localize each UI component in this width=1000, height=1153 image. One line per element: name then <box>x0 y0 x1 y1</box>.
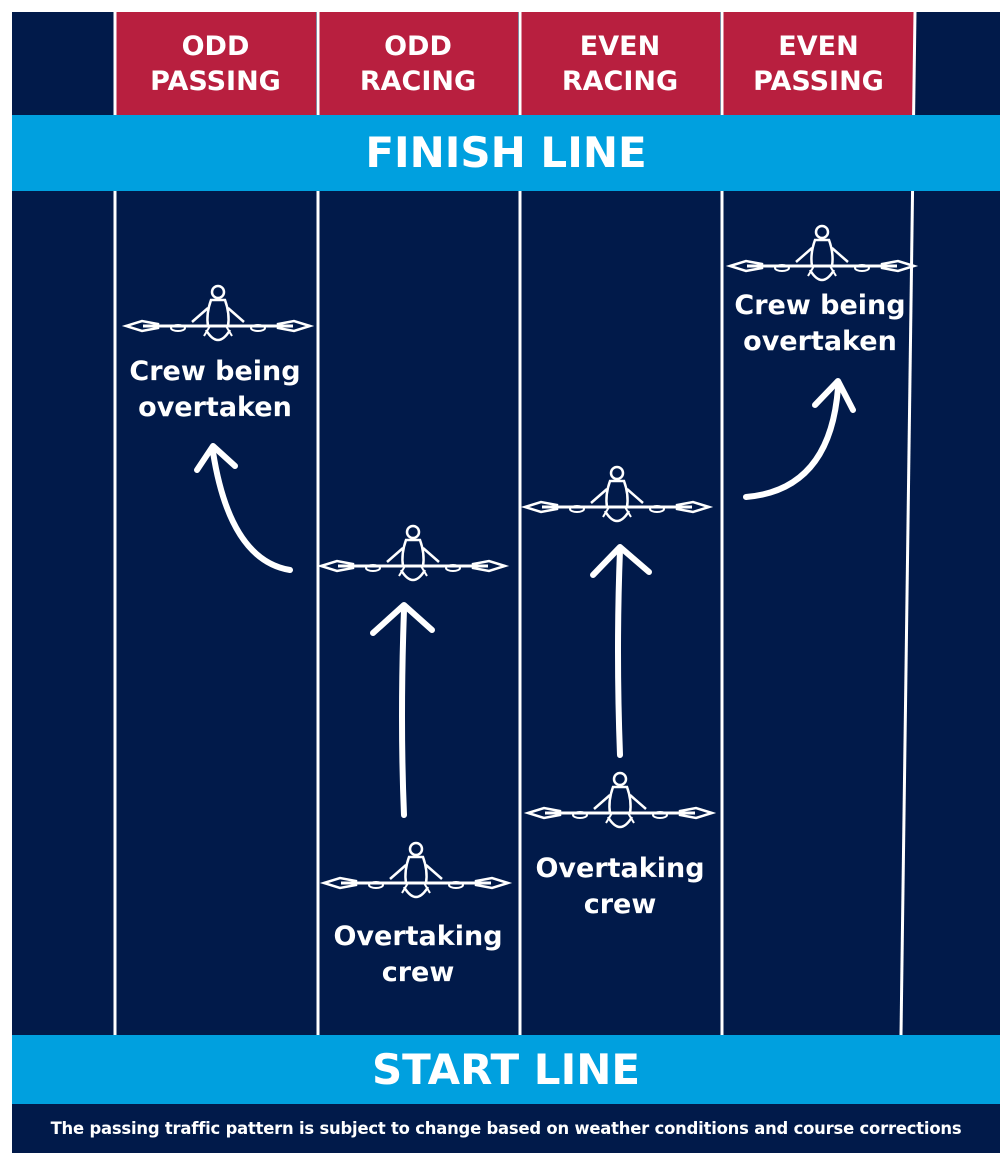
boat-icon <box>124 284 312 342</box>
crew-label-line1: Overtaking <box>333 921 503 952</box>
boat-icon <box>526 771 714 829</box>
footer-note: The passing traffic pattern is subject t… <box>50 1119 962 1138</box>
arrow-even-passing <box>743 378 856 500</box>
crew-label-even-passing: Crew being overtaken <box>722 288 918 360</box>
boat-icon <box>728 224 916 282</box>
crew-label-line2: overtaken <box>138 392 292 423</box>
crew-label-line1: Overtaking <box>535 853 705 884</box>
start-line-band: START LINE <box>12 1035 1000 1104</box>
crew-label-odd-passing: Crew being overtaken <box>115 354 315 426</box>
crew-label-line2: crew <box>583 889 657 920</box>
crew-label-line1: Crew being <box>129 356 301 387</box>
crew-label-odd-racing: Overtaking crew <box>318 919 518 991</box>
lane-header-odd-passing: ODD PASSING <box>115 12 316 115</box>
arrow-even-racing <box>590 544 652 758</box>
lane-header-line1: EVEN <box>778 30 859 62</box>
crew-label-line1: Crew being <box>734 290 906 321</box>
lane-header-line1: ODD <box>181 30 250 62</box>
lane-header-even-racing: EVEN RACING <box>520 12 720 115</box>
crew-label-line2: overtaken <box>743 326 897 357</box>
lane-header-line2: RACING <box>359 65 477 97</box>
arrow-odd-racing <box>370 602 435 818</box>
crew-label-line2: crew <box>381 957 455 988</box>
lane-header-line2: PASSING <box>150 65 281 97</box>
lane-header-line1: ODD <box>384 30 452 62</box>
boat-icon <box>322 841 510 899</box>
lane-header-odd-racing: ODD RACING <box>318 12 518 115</box>
lane-header-line2: RACING <box>561 65 679 97</box>
lane-header-line1: EVEN <box>579 30 661 62</box>
boat-icon <box>523 465 711 523</box>
arrow-odd-passing <box>194 443 293 573</box>
finish-line-band: FINISH LINE <box>12 115 1000 191</box>
arrows <box>194 378 856 818</box>
lane-header-line2: PASSING <box>753 65 884 97</box>
course-diagram <box>12 12 1000 1153</box>
lane-header-even-passing: EVEN PASSING <box>722 12 915 115</box>
boat-icon <box>319 524 507 582</box>
crew-label-even-racing: Overtaking crew <box>520 851 720 923</box>
